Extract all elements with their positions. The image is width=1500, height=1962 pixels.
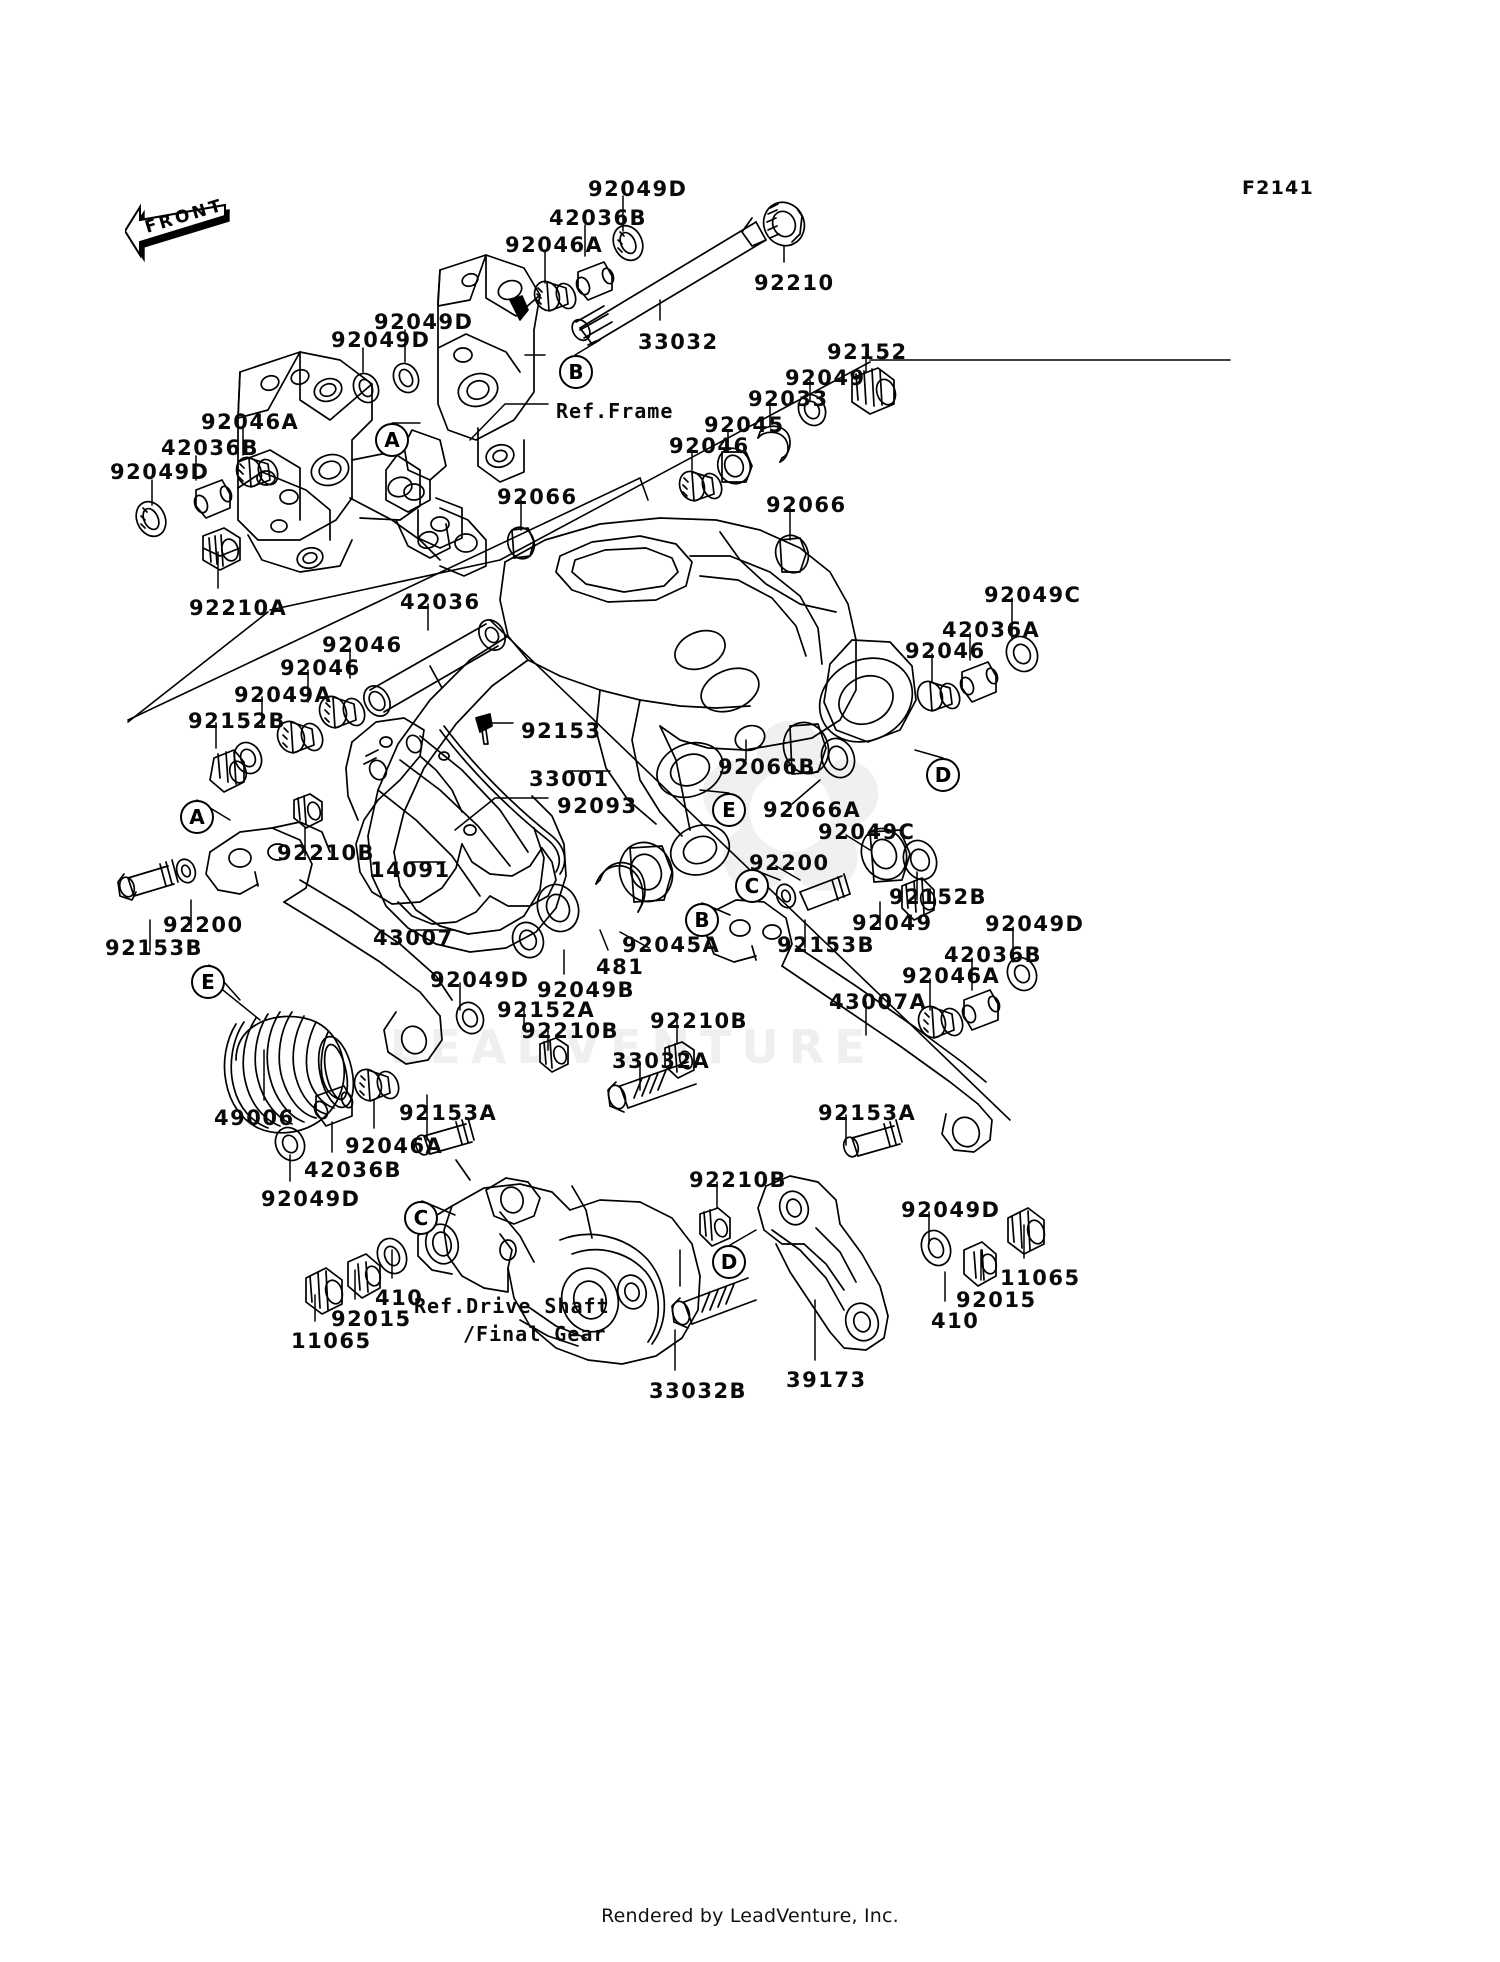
part-number-label: 92153 (521, 719, 602, 743)
part-number-label: 92046 (280, 656, 361, 680)
part-number-label: 92046A (201, 410, 300, 434)
part-number-label: 92200 (749, 851, 830, 875)
part-number-label: 92153B (777, 933, 876, 957)
part-number-label: 92049 (852, 911, 933, 935)
part-number-label: 92045A (622, 933, 721, 957)
part-number-label: 49006 (214, 1106, 295, 1130)
callout-circle-E-left: E (191, 965, 225, 999)
part-number-label: Ref.Drive Shaft (414, 1294, 610, 1318)
part-number-label: 92046A (345, 1134, 444, 1158)
part-number-label: 92049D (261, 1187, 361, 1211)
part-number-label: 92049C (818, 820, 916, 844)
part-number-label: 92049C (984, 583, 1082, 607)
svg-text:R: R (157, 211, 175, 234)
part-number-label: 42036 (400, 590, 481, 614)
part-number-label: 92046A (505, 233, 604, 257)
part-number-label: 92152A (497, 998, 596, 1022)
part-number-label: 43007A (829, 990, 928, 1014)
part-number-label: 481 (596, 955, 645, 979)
part-number-label: 92049B (537, 978, 636, 1002)
part-number-label: 33032A (612, 1049, 711, 1073)
part-number-label: 42036B (944, 943, 1043, 967)
footer-credit: Rendered by LeadVenture, Inc. (601, 1905, 899, 1927)
callout-circle-C-center: C (735, 869, 769, 903)
part-number-label: 92046 (905, 639, 986, 663)
svg-text:F: F (143, 215, 160, 238)
part-number-label: 92049D (110, 460, 210, 484)
part-number-label: 92049D (430, 968, 530, 992)
part-number-label: Ref.Frame (556, 399, 674, 423)
part-number-label: 92066B (718, 755, 817, 779)
part-number-label: 92210B (277, 841, 376, 865)
part-number-label: 92066A (763, 798, 862, 822)
part-number-label: 92152B (188, 709, 287, 733)
part-number-label: 92049D (985, 912, 1085, 936)
part-number-label: 92210B (689, 1168, 788, 1192)
svg-text:N: N (190, 200, 209, 223)
part-number-label: 92046 (322, 633, 403, 657)
part-number-label: 92153B (105, 936, 204, 960)
svg-text:O: O (173, 205, 193, 228)
part-number-label: 92046A (902, 964, 1001, 988)
callout-circle-A-left: A (180, 800, 214, 834)
callout-circle-D-bottom: D (712, 1245, 746, 1279)
part-number-label: 92066 (766, 493, 847, 517)
part-number-label: 33032B (649, 1379, 748, 1403)
part-number-label: 92210B (521, 1019, 620, 1043)
part-number-label: 92153A (818, 1101, 917, 1125)
part-number-label: 92093 (557, 794, 638, 818)
part-number-label: 92152B (889, 885, 988, 909)
callout-circle-B-upper: B (559, 355, 593, 389)
part-number-label: 42036B (549, 206, 648, 230)
part-number-label: 92046 (669, 434, 750, 458)
part-number-label: 92210B (650, 1009, 749, 1033)
part-number-label: 14091 (370, 858, 451, 882)
part-number-label: 92210 (754, 271, 835, 295)
front-direction-arrow: F R O N T (125, 196, 230, 263)
part-number-label: 92015 (331, 1307, 412, 1331)
part-number-label: 11065 (291, 1329, 372, 1353)
callout-circle-C-bottom: C (404, 1201, 438, 1235)
part-number-label: 92049D (588, 177, 688, 201)
part-number-label: 92152 (827, 340, 908, 364)
part-number-label: 92049A (234, 683, 333, 707)
leadventure-watermark: LEADVENTURE (390, 1020, 876, 1074)
callout-circle-D-right: D (926, 758, 960, 792)
part-number-label: 92049 (785, 366, 866, 390)
part-number-label: 92045 (704, 413, 785, 437)
part-number-label: /Final Gear (463, 1322, 607, 1346)
part-number-label: 410 (375, 1286, 424, 1310)
part-number-label: 92033 (748, 387, 829, 411)
part-number-label: 92200 (163, 913, 244, 937)
part-number-label: 42036A (942, 618, 1041, 642)
part-number-label: 92153A (399, 1101, 498, 1125)
callout-circle-E-center: E (712, 793, 746, 827)
part-number-label: 92049D (331, 328, 431, 352)
part-number-label: 92049D (374, 310, 474, 334)
callout-circle-A-upper: A (375, 423, 409, 457)
part-number-label: 11065 (1000, 1266, 1081, 1290)
part-number-label: 410 (931, 1309, 980, 1333)
part-number-label: 42036B (161, 436, 260, 460)
part-number-label: 42036B (304, 1158, 403, 1182)
part-number-label: 92210A (189, 596, 288, 620)
part-number-label: 39173 (786, 1368, 867, 1392)
sheet-code: F2141 (1242, 177, 1314, 199)
part-number-label: 92015 (956, 1288, 1037, 1312)
callout-circle-B-center: B (685, 903, 719, 937)
part-number-label: 92049D (901, 1198, 1001, 1222)
part-number-label: 33032 (638, 330, 719, 354)
part-number-label: 33001 (529, 767, 610, 791)
part-number-label: 92066 (497, 485, 578, 509)
part-number-label: 43007 (373, 926, 454, 950)
